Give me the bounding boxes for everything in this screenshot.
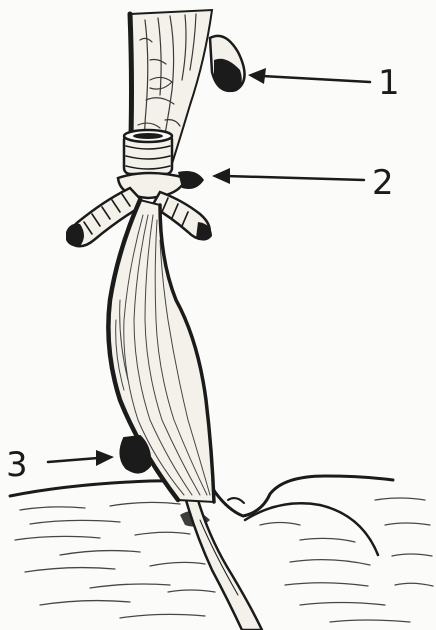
callout-label-2: 2 xyxy=(372,163,394,203)
root xyxy=(186,500,262,630)
callout-arrows xyxy=(48,68,370,466)
callout-arrow-3 xyxy=(48,450,114,466)
callout-label-1: 1 xyxy=(378,63,400,103)
callout-label-3: 3 xyxy=(6,445,28,485)
callout-arrow-2 xyxy=(212,168,364,184)
soil xyxy=(10,476,433,622)
upper-bud xyxy=(210,36,245,91)
callout-arrow-1 xyxy=(248,68,370,84)
soil-inner-line xyxy=(245,503,378,555)
